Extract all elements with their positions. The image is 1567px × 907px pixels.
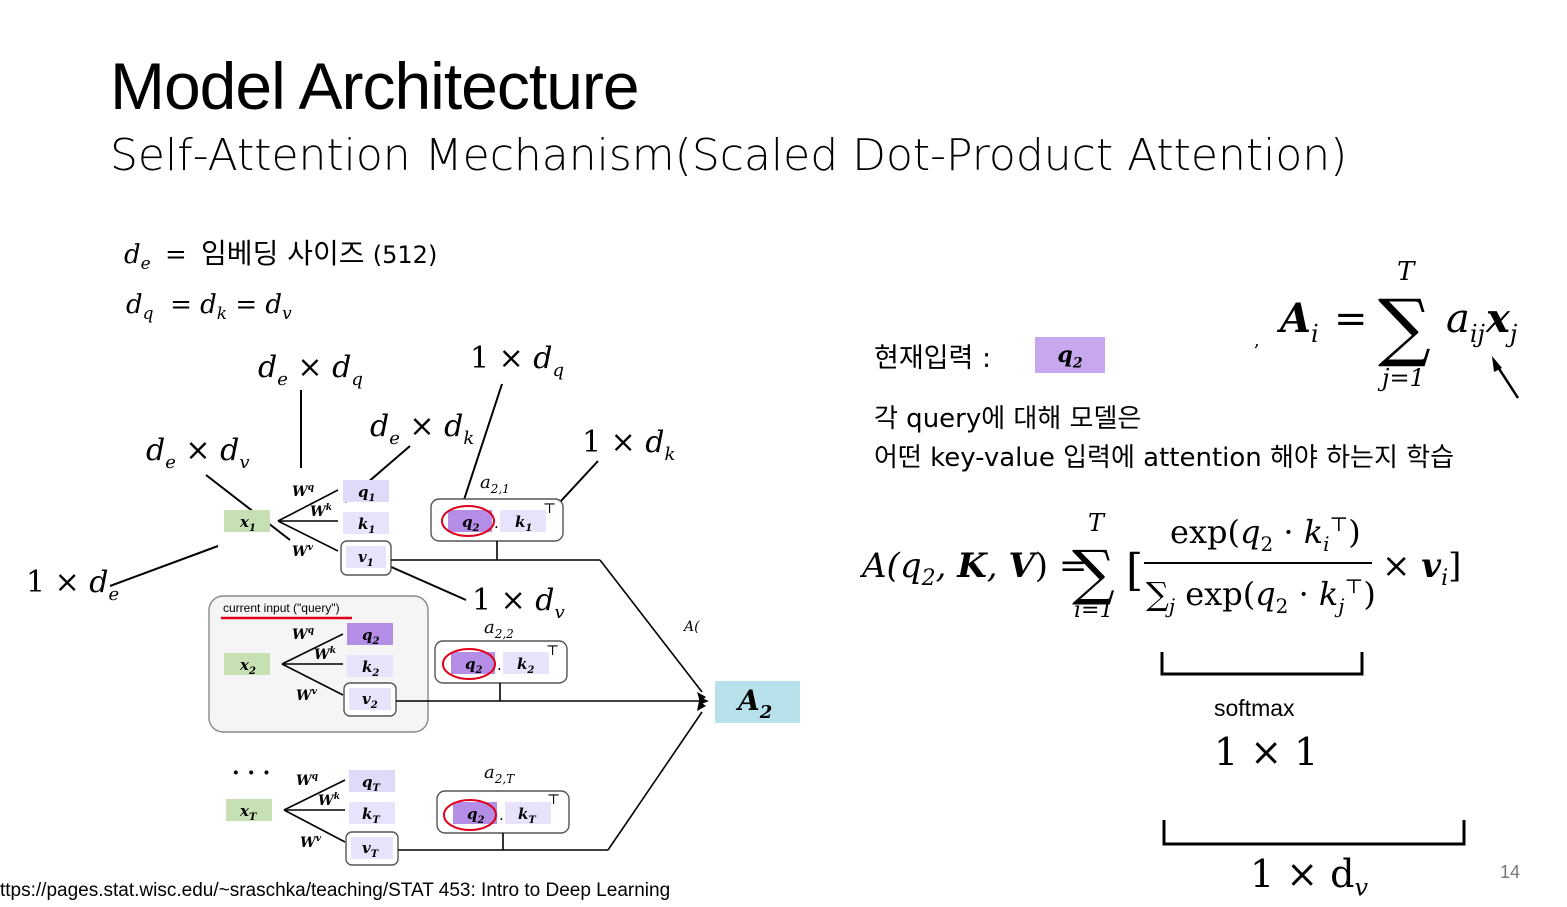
- output-dimension-sub: v: [1354, 873, 1369, 902]
- svg-text:Wq: Wq: [296, 772, 318, 789]
- attention-formula: A(q2, K, V) = T ∑ i=1 [ exp(q2 · ki⊤) ∑j…: [860, 509, 1461, 623]
- svg-text:Wk: Wk: [310, 503, 332, 520]
- svg-text:exp(q2 · ki⊤): exp(q2 · ki⊤): [1170, 512, 1361, 556]
- page-number: 14: [1500, 862, 1521, 882]
- self-attention-diagram: de × dq 1 × dq de × dk 1 × dk de × dv 1 …: [26, 341, 800, 866]
- svg-text:xj: xj: [1485, 295, 1518, 348]
- svg-text:.: .: [499, 806, 504, 824]
- footer-source[interactable]: ttps://pages.stat.wisc.edu/~sraschka/tea…: [0, 880, 671, 901]
- dimension-equality: dq = dk = dv: [126, 290, 292, 325]
- svg-text:T: T: [1088, 509, 1106, 537]
- output-a2-box: [715, 681, 800, 723]
- svg-text:.: .: [494, 514, 499, 532]
- svg-text:current input ("query"): current input ("query"): [223, 601, 340, 615]
- svg-text:A(: A(: [682, 619, 700, 635]
- svg-text:∑: ∑: [1378, 284, 1431, 370]
- svg-text:∑: ∑: [1072, 538, 1115, 608]
- current-input-badge: q2: [1035, 337, 1105, 373]
- svg-text:∑j exp(q2 · kj⊤): ∑j exp(q2 · kj⊤): [1146, 574, 1376, 618]
- svg-text:Ai: Ai: [1276, 295, 1319, 348]
- svg-text:Wk: Wk: [318, 792, 340, 809]
- svg-text:⊤: ⊤: [547, 792, 560, 808]
- softmax-label: softmax: [1214, 695, 1295, 721]
- slide-title: Model Architecture: [110, 49, 640, 123]
- svg-text:[: [: [1126, 545, 1143, 596]
- svg-text:i=1: i=1: [1074, 598, 1113, 623]
- label-de-dq: de × dq: [258, 350, 363, 390]
- de-equals: =: [164, 240, 187, 270]
- current-input-label: 현재입력 :: [874, 343, 992, 374]
- svg-text:a2,2: a2,2: [484, 617, 514, 641]
- svg-text:Wv: Wv: [300, 834, 322, 851]
- description-line-1: 각 query에 대해 모델은: [874, 404, 1142, 434]
- svg-text:Wv: Wv: [292, 543, 314, 560]
- svg-text:,: ,: [1254, 330, 1260, 351]
- de-value: (512): [372, 241, 438, 269]
- svg-text:⊤: ⊤: [543, 501, 556, 517]
- label-1-dq: 1 × dq: [470, 341, 564, 381]
- label-1-dk: 1 × dk: [582, 425, 675, 465]
- x1-box: [224, 510, 270, 532]
- svg-text:Wq: Wq: [292, 483, 314, 500]
- svg-text:a2,T: a2,T: [484, 762, 515, 786]
- attention-sum-formula: , Ai = T ∑ j=1 aij xj: [1254, 257, 1520, 399]
- output-dimension: 1 × dv: [1250, 852, 1368, 902]
- output-dimension-text: 1 × d: [1250, 852, 1355, 896]
- label-de-dv: de × dv: [146, 433, 249, 473]
- svg-text:T: T: [1397, 257, 1416, 287]
- label-de-dk: de × dk: [370, 409, 474, 449]
- de-description: 임베딩 사이즈: [201, 237, 365, 270]
- softmax-bracket: [1160, 652, 1364, 676]
- label-1-de: 1 × de: [26, 565, 119, 605]
- de-symbol: d: [124, 240, 141, 270]
- svg-text:A(q2, K, V) =: A(q2, K, V) =: [860, 546, 1087, 591]
- svg-text:a2,1: a2,1: [480, 472, 510, 496]
- label-1-dv: 1 × dv: [472, 583, 565, 623]
- svg-text:=: =: [1334, 296, 1368, 342]
- embedding-size-definition: de = 임베딩 사이즈 (512): [124, 232, 437, 274]
- svg-text:.: .: [497, 656, 502, 674]
- de-subscript: e: [140, 254, 151, 275]
- softmax-dimension: 1 × 1: [1214, 730, 1319, 774]
- slide-subtitle: Self-Attention Mechanism(Scaled Dot-Prod…: [110, 130, 1348, 181]
- svg-text:j=1: j=1: [1377, 364, 1425, 392]
- output-bracket: [1162, 820, 1466, 846]
- svg-text:⊤: ⊤: [546, 643, 559, 659]
- svg-text:· · ·: · · ·: [232, 760, 270, 786]
- svg-text:aij: aij: [1446, 296, 1486, 348]
- description-line-2: 어떤 key-value 입력에 attention 해야 하는지 학습: [874, 443, 1454, 473]
- svg-text:× vi]: × vi]: [1382, 546, 1461, 591]
